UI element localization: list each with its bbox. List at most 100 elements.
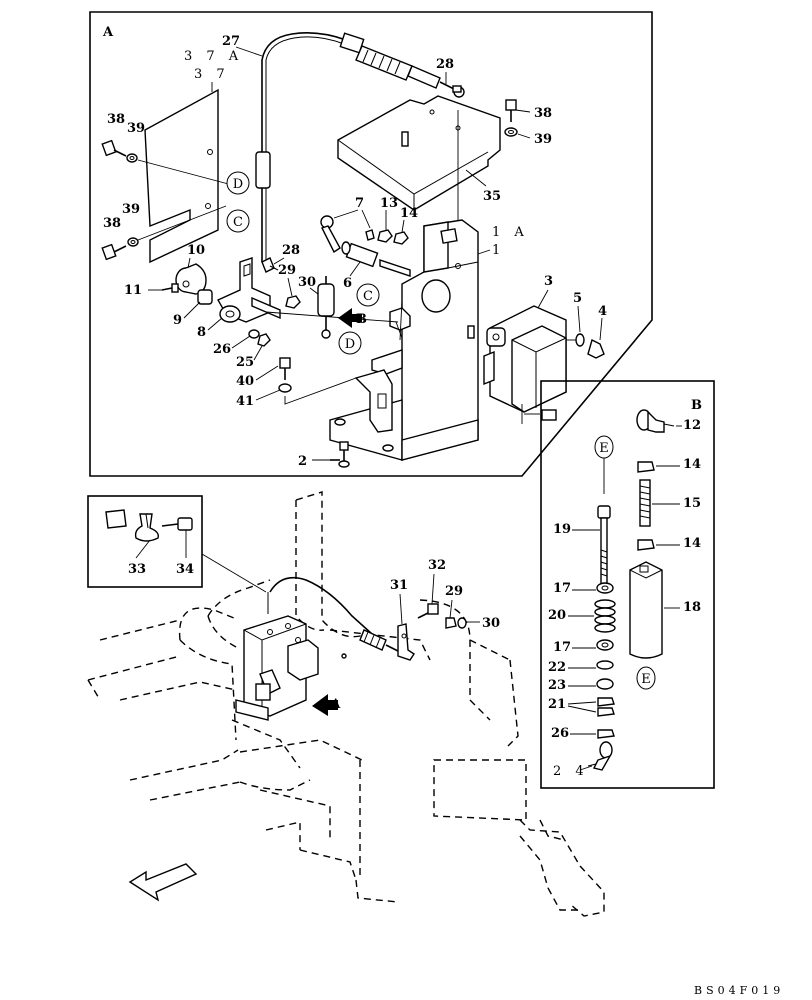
svg-text:39: 39 xyxy=(122,202,140,217)
washer-17-upper xyxy=(596,582,614,594)
panel-b-frame xyxy=(540,380,715,789)
marker-d-mid: D xyxy=(338,331,362,355)
nut-4 xyxy=(587,338,605,359)
cable-bellows xyxy=(339,32,457,91)
cable-main-view xyxy=(269,576,373,635)
svg-text:C: C xyxy=(233,215,243,230)
cable-ferrule xyxy=(255,151,271,189)
washer-5 xyxy=(575,333,585,347)
bolt-34 xyxy=(161,517,193,531)
marker-e-bottom: E xyxy=(636,666,656,690)
svg-text:33: 33 xyxy=(128,562,146,577)
svg-text:5: 5 xyxy=(573,291,582,306)
bolt-32-main xyxy=(417,603,439,619)
nut-13 xyxy=(377,229,393,243)
svg-text:29: 29 xyxy=(278,263,296,278)
nut-26-b xyxy=(597,729,615,739)
svg-text:14: 14 xyxy=(400,206,418,221)
svg-text:40: 40 xyxy=(236,374,254,389)
svg-text:17: 17 xyxy=(553,581,571,596)
svg-text:1 A: 1 A xyxy=(492,225,529,240)
nut-29 xyxy=(285,295,301,309)
panel-a-frame xyxy=(89,11,653,477)
svg-text:8: 8 xyxy=(197,325,206,340)
svg-text:35: 35 xyxy=(483,189,501,204)
front-direction-arrow xyxy=(128,863,198,902)
rod-end-28-top xyxy=(452,85,465,98)
rod-end-24 xyxy=(587,741,613,771)
svg-text:30: 30 xyxy=(298,275,316,290)
svg-text:31: 31 xyxy=(390,578,408,593)
svg-text:2: 2 xyxy=(298,454,307,469)
svg-text:26: 26 xyxy=(551,726,569,741)
mounting-plate-37 xyxy=(144,88,219,264)
grommet-33 xyxy=(105,509,160,542)
svg-text:2 4: 2 4 xyxy=(553,764,589,779)
lever-8 xyxy=(217,257,281,323)
cover-plate-35 xyxy=(337,95,501,211)
svg-text:E: E xyxy=(641,672,651,687)
long-bolt-19 xyxy=(597,505,611,585)
main-assembly-bracket xyxy=(235,615,319,721)
washer-26-nut-25 xyxy=(248,329,271,347)
svg-text:28: 28 xyxy=(282,243,300,258)
svg-text:18: 18 xyxy=(683,600,701,615)
svg-text:21: 21 xyxy=(548,697,566,712)
svg-text:14: 14 xyxy=(683,457,701,472)
rod-end-28-mid xyxy=(261,257,279,273)
rod-end-12 xyxy=(636,409,675,433)
actuator-motor-3 xyxy=(483,305,567,424)
svg-text:4: 4 xyxy=(598,304,607,319)
ring-23 xyxy=(596,678,614,690)
bolt-38-right xyxy=(504,99,518,137)
svg-text:30: 30 xyxy=(482,616,500,631)
marker-e-top: E xyxy=(594,435,614,459)
inset-frame xyxy=(87,495,203,588)
damper-body-18 xyxy=(629,561,663,659)
svg-text:23: 23 xyxy=(548,678,566,693)
view-b-arrow xyxy=(338,308,362,328)
svg-text:38: 38 xyxy=(103,216,121,231)
svg-text:12: 12 xyxy=(683,418,701,433)
nut-14-b-upper xyxy=(637,461,655,473)
svg-text:38: 38 xyxy=(107,112,125,127)
view-a-arrow xyxy=(312,694,338,716)
svg-text:1: 1 xyxy=(492,243,505,258)
svg-text:25: 25 xyxy=(236,355,254,370)
svg-text:13: 13 xyxy=(380,196,398,211)
svg-text:3: 3 xyxy=(544,274,553,289)
svg-text:E: E xyxy=(599,441,609,456)
svg-text:41: 41 xyxy=(236,394,254,409)
bolt-38-lower xyxy=(101,237,139,261)
svg-text:26: 26 xyxy=(213,342,231,357)
marker-d-top: D xyxy=(226,171,250,195)
nuts-21 xyxy=(597,697,615,717)
bolt-40-washer-41 xyxy=(278,357,292,393)
svg-text:39: 39 xyxy=(534,132,552,147)
svg-text:38: 38 xyxy=(534,106,552,121)
svg-text:22: 22 xyxy=(548,660,566,675)
control-cable xyxy=(261,32,347,262)
svg-text:28: 28 xyxy=(436,57,454,72)
marker-c-top: C xyxy=(226,209,250,233)
svg-text:39: 39 xyxy=(127,121,145,136)
bolt-38-upper xyxy=(101,139,138,163)
svg-text:34: 34 xyxy=(176,562,194,577)
svg-text:B: B xyxy=(356,312,367,327)
linkage-rod-6 xyxy=(320,215,411,277)
nut-14 xyxy=(393,231,409,245)
panel-b-letter: B xyxy=(691,398,702,413)
marker-c-mid: C xyxy=(356,283,380,307)
svg-text:6: 6 xyxy=(343,276,352,291)
bushing-9 xyxy=(197,289,213,305)
svg-text:11: 11 xyxy=(124,283,142,298)
svg-text:27: 27 xyxy=(222,34,240,49)
machine-outline xyxy=(87,491,605,917)
threaded-rod-15 xyxy=(639,479,651,527)
nut-14-b-lower xyxy=(637,539,655,551)
svg-text:19: 19 xyxy=(553,522,571,537)
bolt-11 xyxy=(161,283,179,293)
svg-text:9: 9 xyxy=(173,313,182,328)
svg-text:C: C xyxy=(363,289,373,304)
